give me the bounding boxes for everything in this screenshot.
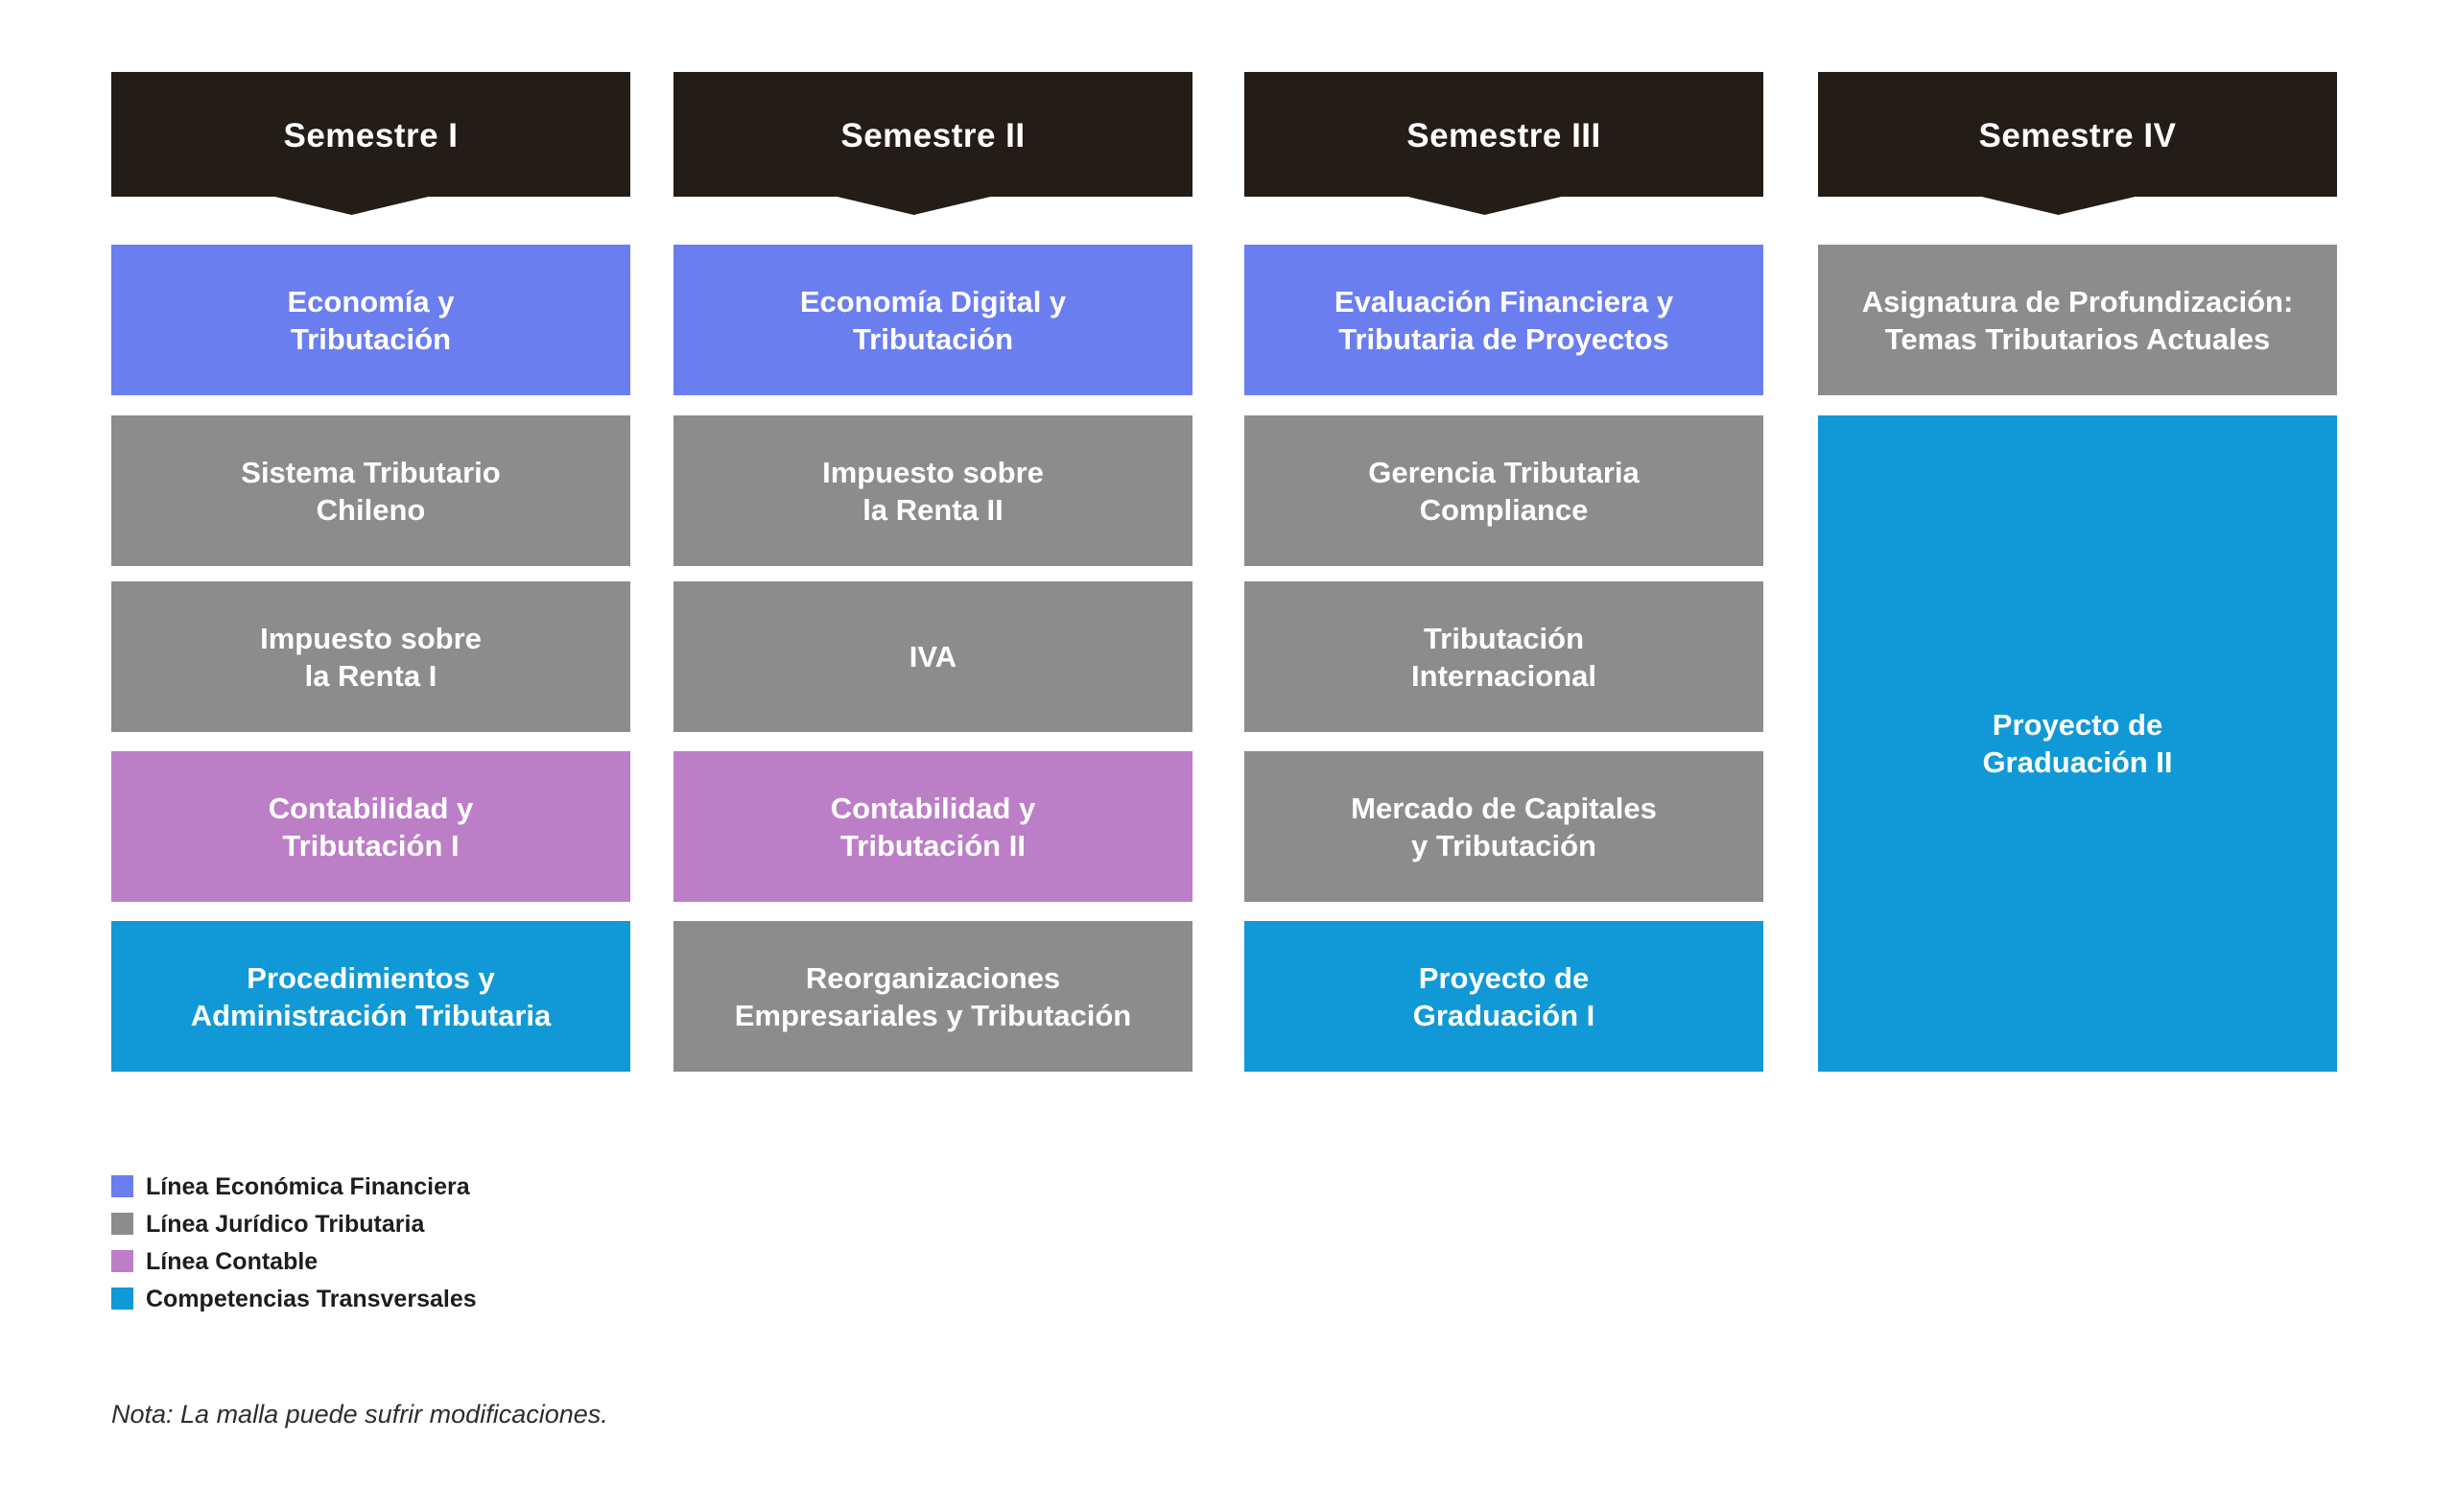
course-name-line: Gerencia Tributaria [1368,455,1640,489]
semester-header-label: Semestre IV [1978,117,2177,154]
legend-item-label: Línea Económica Financiera [146,1173,470,1200]
legend-item: Línea Jurídico Tributaria [111,1211,477,1238]
semester-header-1: Semestre I [111,72,630,215]
legend-item: Línea Contable [111,1248,477,1275]
semester-header-3: Semestre III [1244,72,1763,215]
course-name-line: Contabilidad y [268,791,474,825]
course-name-line: Contabilidad y [830,791,1036,825]
course-name-line: Impuesto sobre [822,455,1044,489]
legend-color-swatch [111,1175,133,1197]
course-name-line: Administración Tributaria [190,998,552,1032]
legend-item: Línea Económica Financiera [111,1173,477,1200]
course-name-line: Evaluación Financiera y [1334,284,1674,319]
course-name-line: Procedimientos y [247,960,495,995]
course-name-line: Tributación II [840,828,1026,862]
semester-header-label: Semestre III [1406,117,1601,154]
course-name-line: Economía Digital y [799,284,1067,319]
legend-item-label: Línea Contable [146,1248,319,1275]
course-name-line: Internacional [1411,658,1596,693]
semester-header-2: Semestre II [673,72,1193,215]
course-name-line: la Renta I [304,658,437,693]
legend-color-swatch [111,1288,133,1310]
course-name-line: Tributación [290,321,452,356]
legend-color-swatch [111,1250,133,1272]
course-name-line: Graduación I [1412,998,1595,1032]
course-box: IVA [673,581,1193,732]
course-name-line: Reorganizaciones [805,960,1061,995]
course-name-line: Tributación [852,321,1014,356]
course-name-line: la Renta II [862,492,1004,527]
course-name-line: Proyecto de [1418,960,1590,995]
course-name-line: Mercado de Capitales [1351,791,1657,825]
legend-item-label: Competencias Transversales [146,1286,477,1312]
course-name-line: Empresariales y Tributación [734,998,1132,1032]
course-name-line: Chileno [316,492,426,527]
course-name-line: Proyecto de [1992,708,2163,742]
semester-header-label: Semestre I [283,117,459,154]
course-name-line: Tributación [1423,621,1585,655]
header-pointer-arrow [1407,197,1562,215]
semester-header-label: Semestre II [840,117,1026,154]
legend-item-label: Línea Jurídico Tributaria [146,1211,425,1238]
course-name-line: Sistema Tributario [241,455,501,489]
course-name-line: Economía y [287,284,455,319]
course-name-line: Compliance [1419,492,1589,527]
note-text: Nota: La malla puede sufrir modificacion… [111,1400,608,1429]
header-pointer-arrow [837,197,991,215]
course-name-line: Tributaria de Proyectos [1338,321,1669,356]
course-name-line: Tributación I [282,828,460,862]
legend-item: Competencias Transversales [111,1286,477,1312]
header-pointer-arrow [274,197,429,215]
course-name-line: Impuesto sobre [260,621,482,655]
course-name-line: Asignatura de Profundización: [1861,284,2294,319]
course-box: Asignatura de Profundización:Temas Tribu… [1818,245,2337,395]
header-pointer-arrow [1981,197,2136,215]
legend-color-swatch [111,1213,133,1235]
course-name-line: y Tributación [1411,828,1596,862]
course-name-line: IVA [909,640,957,673]
course-name-line: Graduación II [1982,745,2173,779]
course-name-line: Temas Tributarios Actuales [1884,321,2271,356]
semester-header-4: Semestre IV [1818,72,2337,215]
